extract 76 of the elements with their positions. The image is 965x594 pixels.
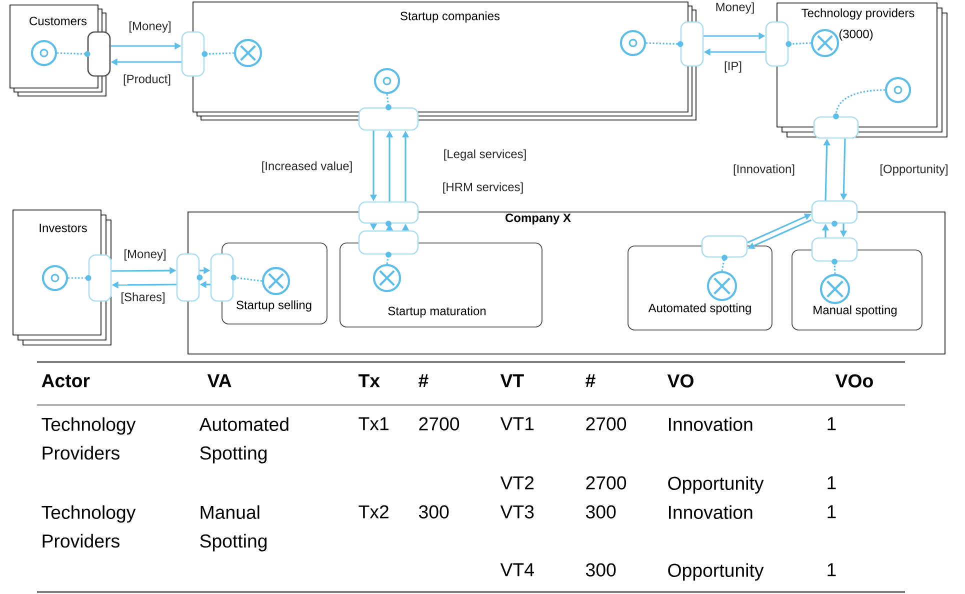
port-box: [813, 113, 859, 139]
table-text: 2700: [419, 417, 460, 430]
target-circle: [374, 68, 400, 94]
edge-label: [IP]: [722, 60, 744, 74]
cross-circle: [262, 266, 290, 296]
port-box: [358, 104, 419, 131]
cross-circle: [706, 270, 738, 302]
connector-line: [386, 94, 390, 108]
activity-box: Manual spotting: [792, 250, 922, 330]
column-heading: VT: [500, 374, 524, 388]
connector-line: [721, 258, 726, 272]
connector-line: [57, 52, 88, 55]
table-text: VT1: [500, 417, 534, 430]
connector-line: [386, 254, 390, 264]
table-text: 1: [828, 476, 836, 490]
table-text: 2700: [586, 476, 626, 490]
column-heading: Actor: [42, 374, 90, 388]
connector-line: [204, 52, 234, 55]
edge-label: [Increased value]: [260, 160, 354, 174]
port-box: [811, 237, 858, 265]
table-text: Innovation: [668, 505, 752, 519]
edge-label: Money]: [714, 1, 756, 15]
port-box: [358, 230, 419, 258]
column-heading: #: [586, 374, 596, 387]
table-text: Innovation: [668, 417, 752, 431]
edge-label: [HRM services]: [441, 181, 525, 195]
edge-label: [Innovation]: [732, 163, 796, 177]
connector-line: [646, 42, 680, 45]
edge-label: [Shares]: [119, 291, 167, 305]
port-box: [677, 21, 704, 67]
table-text: Tx2: [358, 505, 388, 518]
port-box: [181, 31, 208, 77]
column-heading: #: [418, 374, 428, 387]
column-heading: VA: [207, 374, 232, 388]
cross-circle: [820, 274, 850, 304]
table-text: Technology Providers: [42, 505, 136, 548]
table-text: Tx1: [358, 417, 388, 430]
table-text: Manual Spotting: [200, 505, 267, 552]
cross-circle: [372, 264, 402, 292]
port-box: [84, 31, 111, 77]
table-text: VT3: [500, 505, 534, 518]
port-box: [811, 200, 858, 227]
table-text: Technology Providers: [42, 417, 136, 460]
edge-label: [Product]: [122, 73, 172, 87]
actor-box: Startup companies: [192, 2, 696, 120]
column-heading: VO: [667, 374, 694, 388]
table-text: VT4: [500, 563, 534, 576]
connector-line: [788, 42, 811, 45]
column-heading: VOo: [835, 374, 873, 388]
table-text: VT2: [500, 476, 534, 490]
edge-label: [Money]: [127, 20, 173, 34]
connector-line: [68, 277, 88, 279]
table-text: 2700: [586, 417, 626, 430]
table-text: Opportunity: [668, 563, 764, 581]
connector-line: [834, 262, 836, 274]
table-text: 1: [828, 563, 836, 576]
port-box: [176, 253, 203, 302]
table-text: Opportunity: [668, 476, 764, 494]
port-box: [85, 254, 112, 302]
table-text: Automated Spotting: [199, 417, 288, 464]
table-text: 1: [828, 417, 836, 430]
table-text: 1: [828, 505, 836, 518]
activity-box: Startup maturation: [340, 242, 542, 328]
table-text: 300: [418, 505, 449, 518]
activity-box: Automated spotting: [628, 246, 772, 330]
port-box: [765, 21, 792, 67]
column-heading: Tx: [358, 374, 380, 388]
edge-label: [Money]: [122, 248, 168, 262]
edge-label: [Opportunity]: [878, 163, 950, 177]
cross-circle: [234, 38, 262, 68]
port-box: [210, 253, 237, 302]
table-text: 300: [586, 563, 616, 576]
edge-label: [Legal services]: [442, 148, 528, 162]
port-box: [701, 235, 748, 261]
table-text: 300: [586, 505, 616, 518]
port-box: [358, 201, 419, 227]
